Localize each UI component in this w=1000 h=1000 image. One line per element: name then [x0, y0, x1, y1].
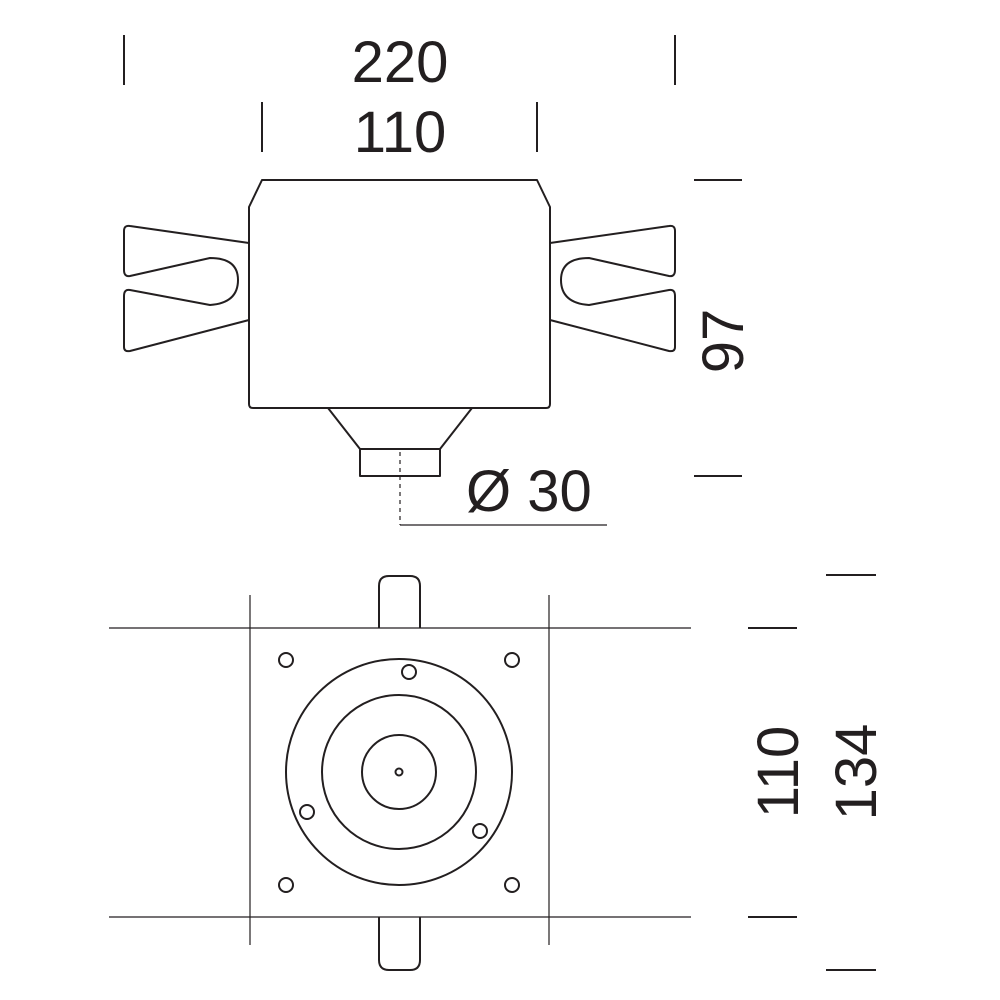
tab-top [378, 575, 421, 628]
dim-label-134: 134 [824, 724, 889, 821]
right-upper-wing [549, 224, 676, 353]
dim-label-110-plan: 110 [746, 726, 811, 818]
center-hole [394, 767, 404, 777]
dim-label-110-top: 110 [354, 100, 446, 165]
mount-hole-bottom-right [504, 877, 520, 893]
nozzle-ring [361, 734, 437, 810]
side-view: 220 110 Ø 30 97 [123, 30, 756, 526]
dim-label-diameter: Ø 30 [466, 459, 592, 524]
flange-bolt-left [299, 804, 315, 820]
plan-view: 110 134 [109, 574, 889, 971]
tab-bottom [378, 917, 421, 971]
outer-flange [285, 658, 513, 886]
mount-hole-bottom-left [278, 877, 294, 893]
left-upper-wing [123, 224, 250, 353]
dim-label-220: 220 [352, 30, 449, 95]
flange-bolt-top [401, 664, 417, 680]
mount-hole-top-right [504, 652, 520, 668]
mount-hole-top-left [278, 652, 294, 668]
dim-label-97: 97 [691, 309, 756, 374]
inner-flange [321, 694, 477, 850]
body-outline [248, 179, 551, 409]
funnel [327, 407, 473, 450]
flange-bolt-right [472, 823, 488, 839]
